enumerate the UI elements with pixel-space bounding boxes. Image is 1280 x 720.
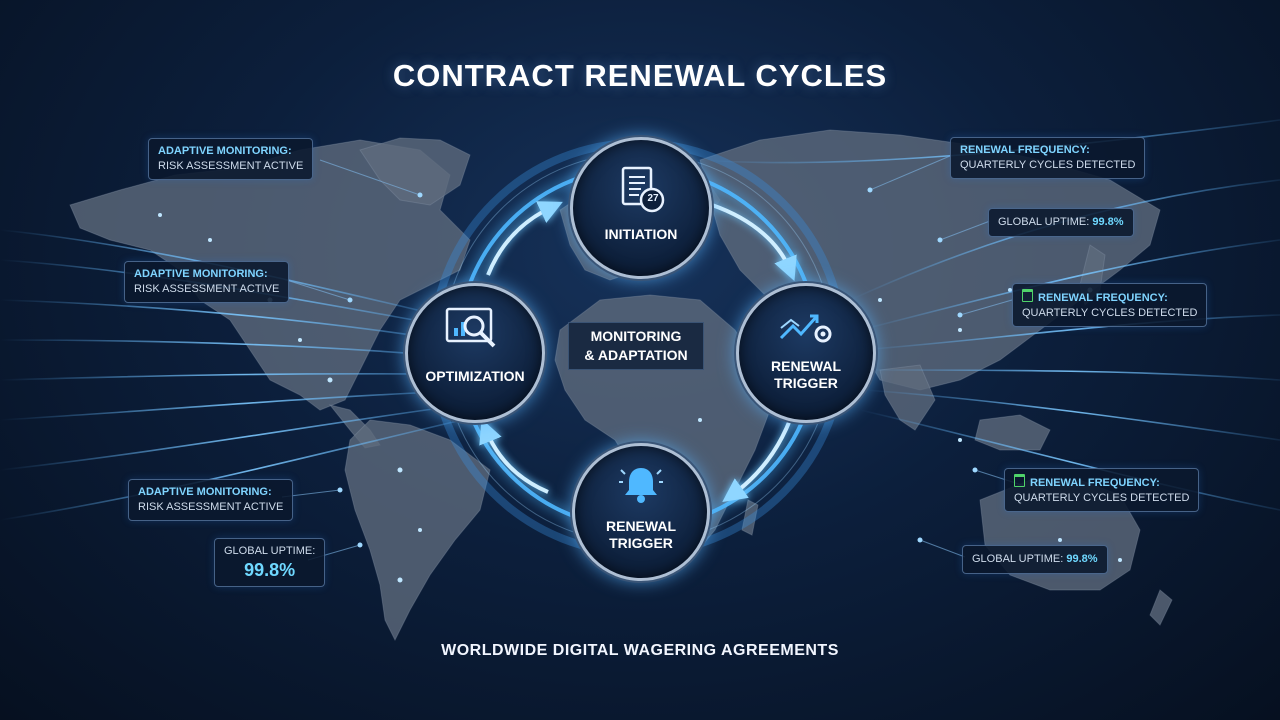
continent-new-zealand bbox=[1149, 589, 1173, 626]
calendar-icon bbox=[1022, 289, 1033, 302]
center-line-1: MONITORING bbox=[590, 328, 682, 344]
arrow-trigger-to-bottom bbox=[722, 419, 792, 502]
callout-left-adaptive-monitoring-2: ADAPTIVE MONITORING: RISK ASSESSMENT ACT… bbox=[124, 261, 290, 303]
callout-left-adaptive-monitoring-3: ADAPTIVE MONITORING: RISK ASSESSMENT ACT… bbox=[128, 479, 294, 521]
node-renewal-trigger-right-label: RENEWAL TRIGGER bbox=[739, 358, 873, 392]
continent-se-asia bbox=[974, 414, 1051, 451]
node-renewal-trigger-bottom[interactable]: RENEWAL TRIGGER bbox=[572, 443, 710, 581]
trigger-right-line-1: RENEWAL bbox=[771, 358, 841, 374]
callout-right2-heading: GLOBAL UPTIME: bbox=[998, 216, 1090, 228]
callout-left-adaptive-monitoring-1: ADAPTIVE MONITORING: RISK ASSESSMENT ACT… bbox=[148, 138, 314, 180]
node-optimization[interactable]: OPTIMIZATION bbox=[405, 283, 545, 423]
callout-right1-heading: RENEWAL FREQUENCY: bbox=[960, 144, 1090, 156]
callout-left2-heading: ADAPTIVE MONITORING: bbox=[134, 268, 268, 280]
callout-left2-line: RISK ASSESSMENT ACTIVE bbox=[134, 283, 280, 295]
callout-right4-line: QUARTERLY CYCLES DETECTED bbox=[1014, 492, 1190, 504]
callout-right-renewal-frequency-2: RENEWAL FREQUENCY: QUARTERLY CYCLES DETE… bbox=[1012, 283, 1208, 327]
callout-right-global-uptime-1: GLOBAL UPTIME: 99.8% bbox=[988, 208, 1134, 237]
callout-left-global-uptime: GLOBAL UPTIME: 99.8% bbox=[214, 538, 326, 587]
callout-left3-line: RISK ASSESSMENT ACTIVE bbox=[138, 501, 284, 513]
continent-india bbox=[879, 364, 936, 431]
callout-left4-value: 99.8% bbox=[244, 560, 296, 580]
callout-right2-value: 99.8% bbox=[1092, 216, 1124, 228]
bell-icon bbox=[619, 468, 663, 503]
arrow-bottom-to-optimization bbox=[479, 418, 549, 494]
calendar-icon bbox=[1014, 474, 1025, 487]
initiation-badge: 27 bbox=[647, 193, 659, 204]
callout-right5-value: 99.8% bbox=[1066, 553, 1098, 565]
node-renewal-trigger-bottom-label: RENEWAL TRIGGER bbox=[575, 518, 707, 552]
callout-right5-heading: GLOBAL UPTIME: bbox=[972, 553, 1064, 565]
node-renewal-trigger-right[interactable]: RENEWAL TRIGGER bbox=[736, 283, 876, 423]
arrow-initiation-to-trigger bbox=[711, 203, 797, 282]
callout-right-renewal-frequency-3: RENEWAL FREQUENCY: QUARTERLY CYCLES DETE… bbox=[1004, 468, 1200, 512]
callout-right3-heading: RENEWAL FREQUENCY: bbox=[1038, 292, 1168, 304]
callout-left4-heading: GLOBAL UPTIME: bbox=[224, 545, 316, 557]
document-icon bbox=[621, 166, 665, 213]
node-optimization-label: OPTIMIZATION bbox=[425, 368, 525, 384]
callout-right-global-uptime-2: GLOBAL UPTIME: 99.8% bbox=[962, 545, 1108, 574]
node-initiation[interactable]: 27 INITIATION bbox=[570, 137, 712, 279]
callout-right3-line: QUARTERLY CYCLES DETECTED bbox=[1022, 307, 1198, 319]
arrow-optimization-to-initiation bbox=[486, 201, 563, 276]
callout-right-renewal-frequency-1: RENEWAL FREQUENCY: QUARTERLY CYCLES DETE… bbox=[950, 137, 1146, 179]
continent-greenland bbox=[359, 137, 471, 206]
callout-left3-heading: ADAPTIVE MONITORING: bbox=[138, 486, 272, 498]
center-line-2: & ADAPTATION bbox=[584, 347, 688, 363]
page-subtitle: WORLDWIDE DIGITAL WAGERING AGREEMENTS bbox=[441, 642, 839, 659]
callout-right4-heading: RENEWAL FREQUENCY: bbox=[1030, 477, 1160, 489]
callout-left1-line: RISK ASSESSMENT ACTIVE bbox=[158, 160, 304, 172]
growth-gear-icon bbox=[779, 314, 832, 343]
callout-right1-line: QUARTERLY CYCLES DETECTED bbox=[960, 159, 1136, 171]
trigger-right-line-2: TRIGGER bbox=[774, 375, 838, 391]
magnifier-chart-icon bbox=[445, 307, 496, 348]
trigger-bottom-line-1: RENEWAL bbox=[606, 518, 676, 534]
callout-left1-heading: ADAPTIVE MONITORING: bbox=[158, 145, 292, 157]
node-initiation-label: INITIATION bbox=[604, 226, 678, 242]
center-label-monitoring-adaptation: MONITORING & ADAPTATION bbox=[568, 322, 704, 370]
trigger-bottom-line-2: TRIGGER bbox=[609, 535, 673, 551]
continent-south-america bbox=[344, 419, 491, 642]
continent-madagascar bbox=[741, 499, 759, 536]
page-title: CONTRACT RENEWAL CYCLES bbox=[392, 58, 888, 93]
